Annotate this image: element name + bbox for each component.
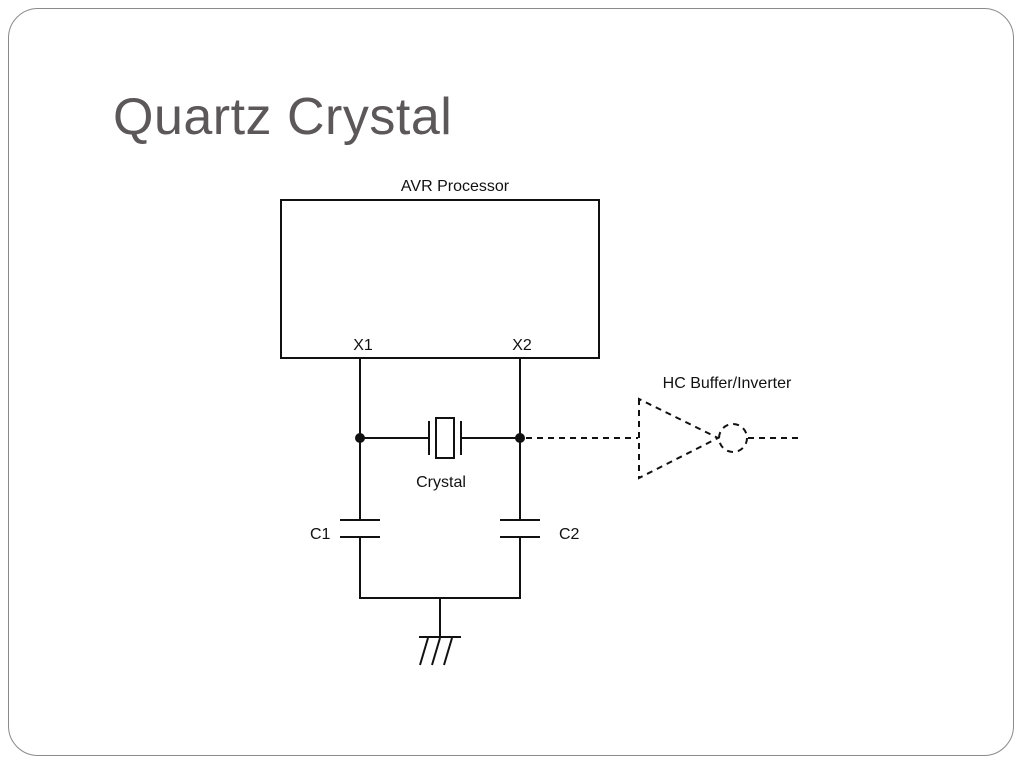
crystal-symbol	[428, 417, 462, 459]
buffer-triangle	[638, 397, 721, 480]
capacitor-c2-label: C2	[559, 526, 580, 543]
inverter-bubble	[718, 423, 748, 453]
buffer-inverter-symbol	[526, 397, 800, 480]
pin-x1-label: X1	[353, 337, 373, 354]
slide-title: Quartz Crystal	[113, 88, 453, 146]
capacitor-c1-label: C1	[310, 526, 331, 543]
pin-x2-label: X2	[512, 337, 532, 354]
buffer-inverter-label: HC Buffer/Inverter	[663, 375, 792, 392]
processor-block	[280, 199, 600, 359]
slide-frame	[8, 8, 1014, 756]
processor-label: AVR Processor	[401, 178, 510, 195]
junction-dot-x2	[515, 433, 525, 443]
crystal-label: Crystal	[416, 474, 466, 491]
junction-dot-x1	[355, 433, 365, 443]
ground-icon	[419, 636, 461, 666]
